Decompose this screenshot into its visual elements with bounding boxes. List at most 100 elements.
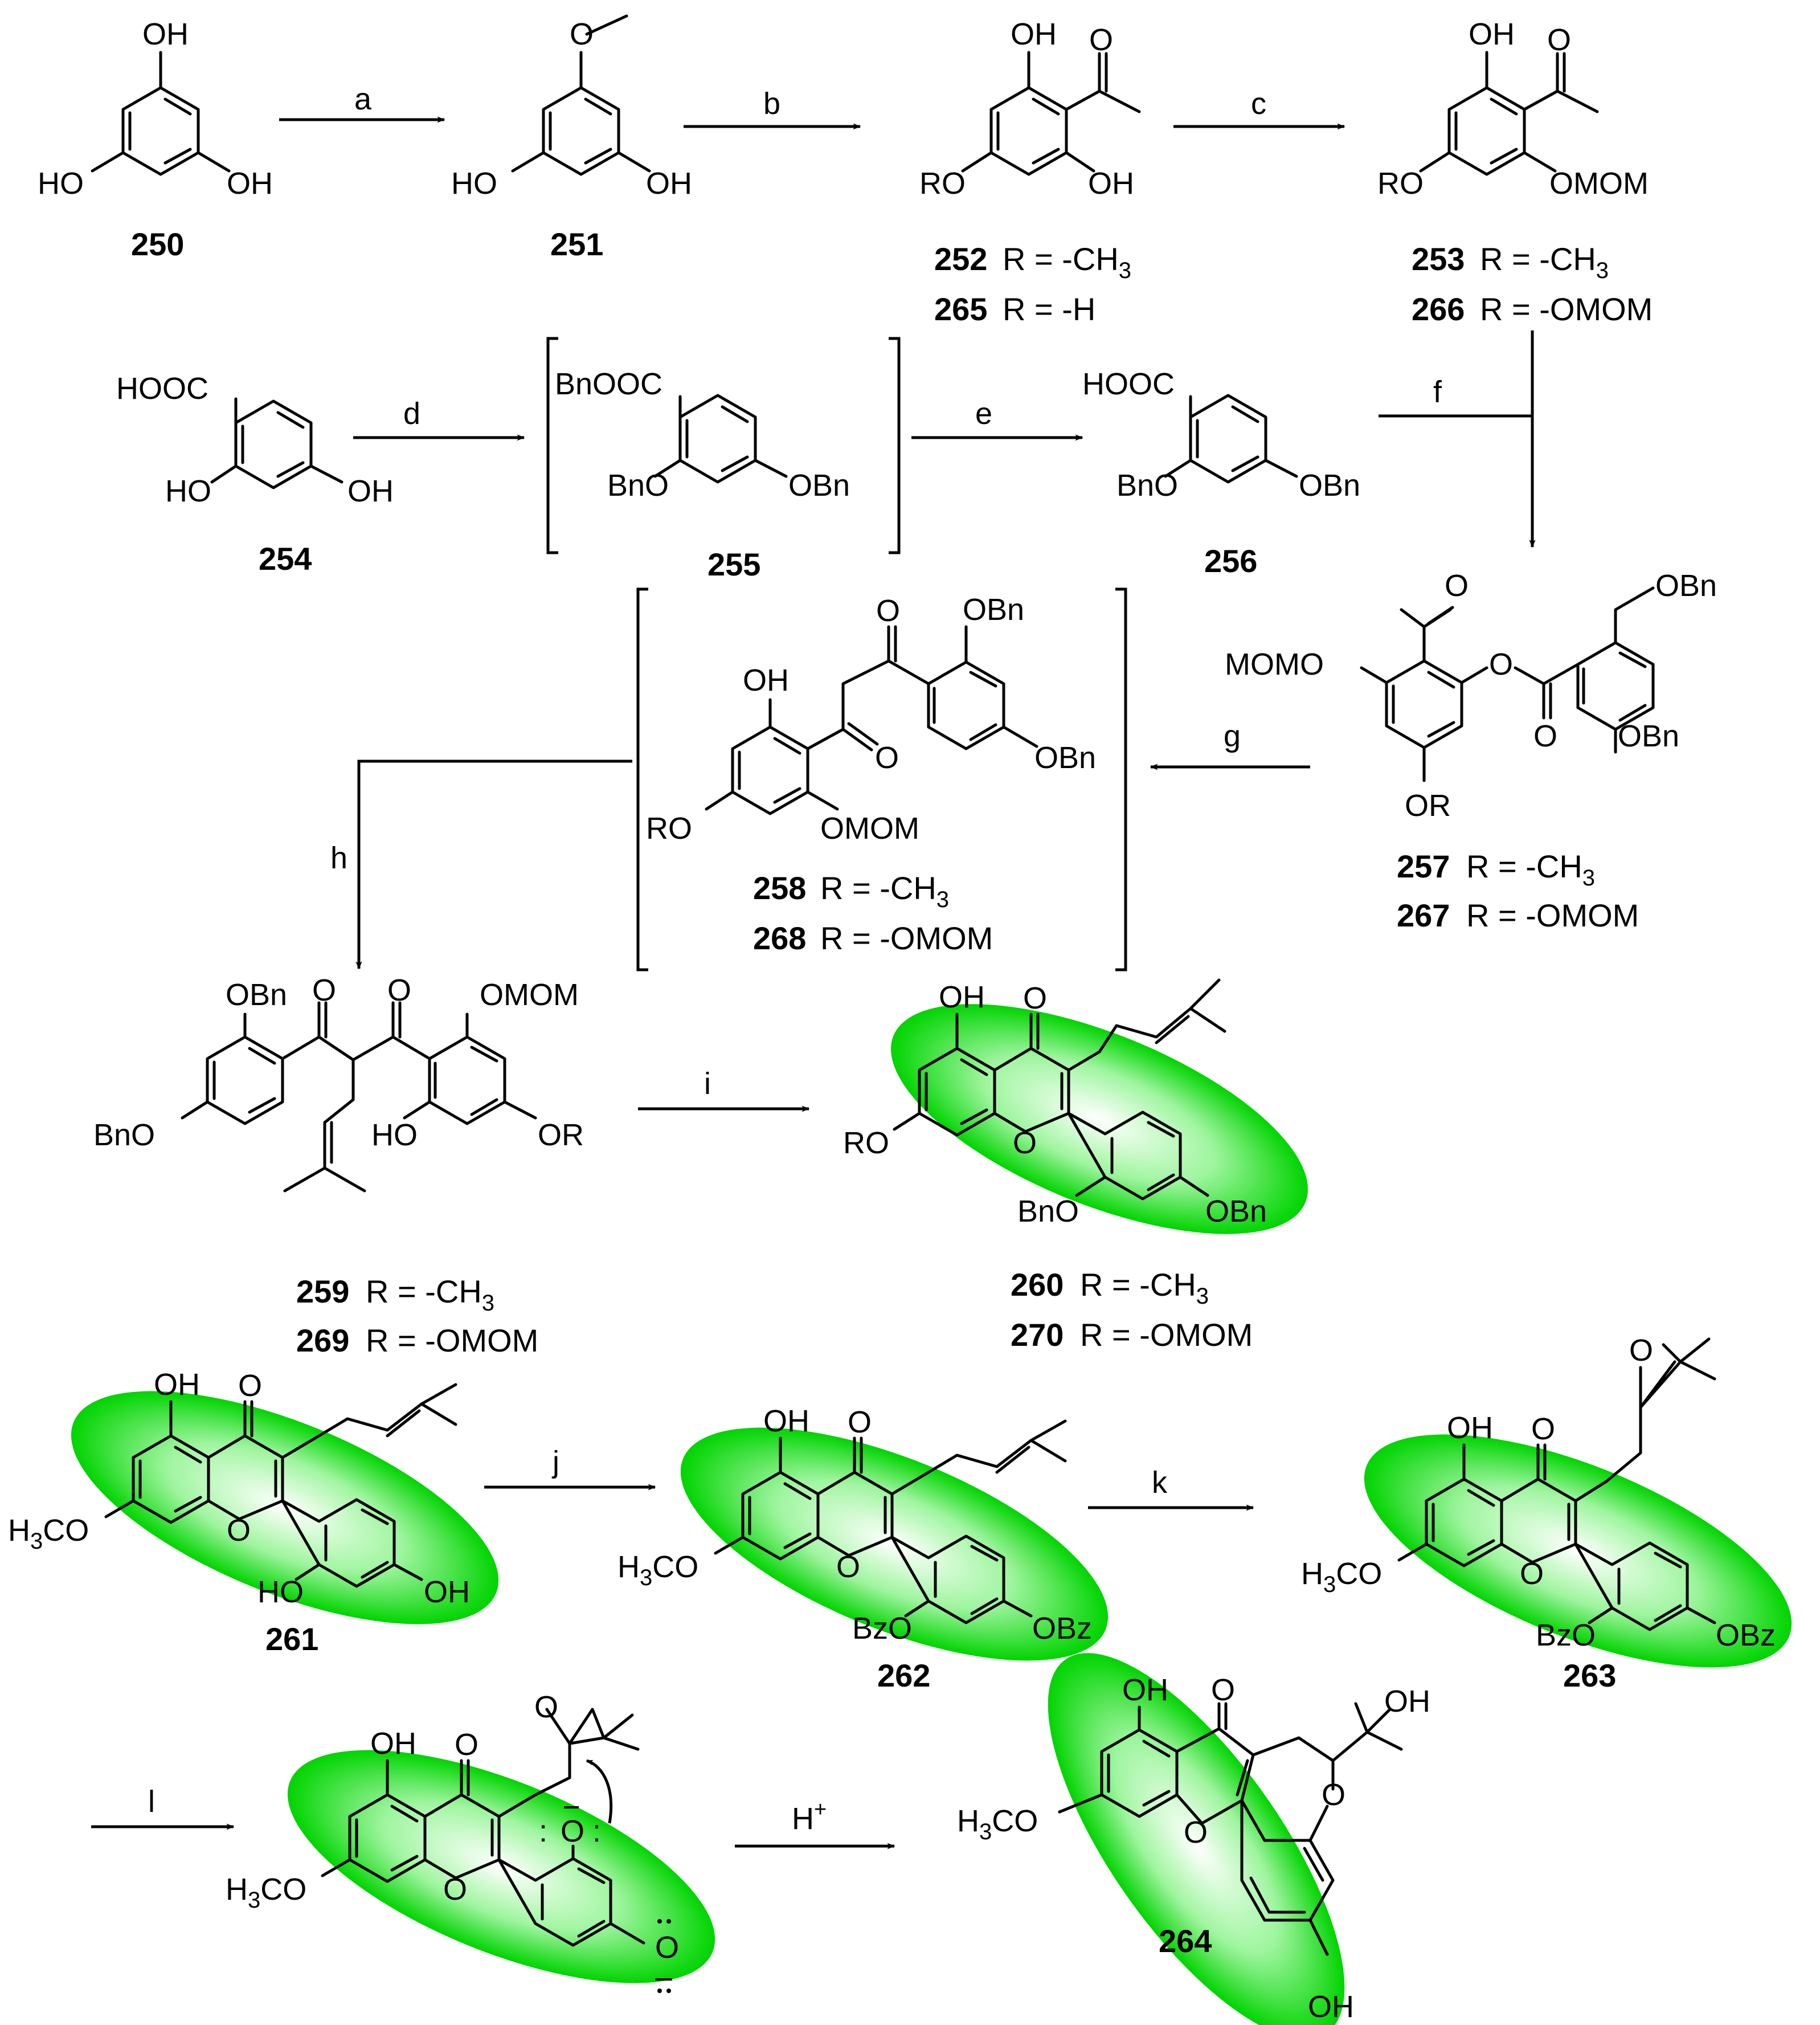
step-label-h: h [330,841,347,875]
compound-number: 263 [1563,1657,1616,1693]
bzo-label: BzO [852,1611,912,1646]
compound-251: O HO OH 251 [451,14,692,262]
bond-line [210,397,343,484]
bond-line [890,1419,1067,1496]
bond-line [1308,1804,1329,1956]
o-label: O [1531,1412,1555,1446]
bond-line [685,405,749,472]
o-label: O [1184,1815,1208,1850]
bond-line [428,1035,506,1125]
compound-number: 250 [131,226,184,262]
compound-257-267: O MOMO O O OBn OBn OR 257 R = -CH3 267 R… [1225,569,1717,933]
label-text: R = -CH3 [1466,848,1595,891]
compound-number: 259 [296,1273,349,1309]
bond-line [433,1046,498,1116]
highlight-ellipse [1048,1653,1345,2025]
bond-line [281,1383,457,1459]
highlight-ellipse [891,1004,1308,1234]
label-text: CO [992,1804,1038,1838]
or-label: OR [538,1118,584,1152]
label-text: CO [260,1872,306,1906]
label-text: R = -H [1003,291,1095,327]
omom-label: OMOM [480,978,579,1012]
step-label-j: j [551,1445,559,1479]
o-label: O [1445,569,1469,603]
bond-line [666,1989,671,1993]
bond-line [705,698,845,811]
bond-line [1588,1606,1716,1624]
obn-label: OBn [1205,1194,1267,1228]
label-text: R = -OMOM [366,1322,538,1358]
bond-line [678,394,757,484]
compound-number: 266 [1412,291,1465,327]
bond-line [497,1857,612,1947]
compound-number: 270 [1011,1317,1064,1353]
bond-line [541,1867,606,1938]
o-anion-label: O [655,1930,679,1965]
o-label: O [1211,1673,1235,1707]
bond-line [138,1446,202,1513]
compound-number: 268 [753,920,806,956]
bracket [889,337,901,554]
bond-line [1617,1552,1682,1622]
bond-line [206,1035,284,1125]
label-text: 3 [1196,1284,1209,1309]
bno-label: BnO [607,468,669,503]
step-label-e: e [975,397,992,431]
bnooc-label: BnOOC [555,367,662,401]
label-text: 3 [979,1819,992,1844]
label-text: R = -OMOM [1080,1317,1253,1353]
ho-label: HO [165,474,211,508]
step-label-d: d [403,397,420,431]
ro-label: RO [1377,166,1424,201]
bond-line [1432,1489,1495,1556]
compound-number: 258 [753,870,806,906]
bond-line [731,725,809,815]
bond-line [1574,1337,1716,1503]
oh-label: OH [763,1404,809,1438]
bond-line [1107,1740,1171,1807]
label-text: H [1301,1557,1323,1591]
compound-250: OH HO OH 250 [38,17,273,262]
compound-number: 251 [550,226,603,262]
obn-label: OBn [963,593,1024,627]
bond-line [212,1047,276,1114]
compound-number: 265 [934,291,987,327]
bond-line [933,671,997,741]
bond-line [738,737,801,804]
obz-label: OBz [1716,1618,1776,1652]
label-text: R = -CH [366,1273,482,1309]
bond-line [1574,1541,1689,1631]
bond-line [121,86,200,176]
label-text: H [617,1550,640,1584]
ro-label: RO [646,811,692,846]
bond-line [653,395,788,478]
oh-label: OH [1447,1411,1493,1445]
label-text: R = -CH3 [1480,241,1609,283]
bzo-label: BzO [1536,1618,1596,1652]
bond-line [1075,1175,1209,1197]
bond-line [657,1919,662,1924]
momo-label: MOMO [1225,647,1324,681]
o-label: O [387,973,411,1007]
oh-label: OH [227,166,273,201]
compound-254: HOOC HO OH 254 [116,371,394,577]
compound-number: 264 [1159,1923,1212,1959]
bond-line [571,1844,645,1945]
bond-line [283,1058,366,1193]
o-label: O [1520,1557,1544,1591]
obn-label: OBn [226,978,287,1012]
label-text: H3CO [226,1872,306,1913]
bond-line [1251,1702,1403,1791]
step-label-hplus: H+ [792,1798,827,1836]
bond-line [1189,394,1267,484]
oh-label: OH [743,663,789,697]
bond-line [128,97,192,165]
label-text: CO [43,1513,89,1548]
oh-label: OH [939,980,985,1014]
hooc-label: HOOC [116,371,208,406]
label-text: R = -OMOM [1466,897,1639,933]
omom-label: OMOM [1549,166,1649,201]
bond-line [511,14,651,173]
curved-arrow [586,1759,613,1824]
